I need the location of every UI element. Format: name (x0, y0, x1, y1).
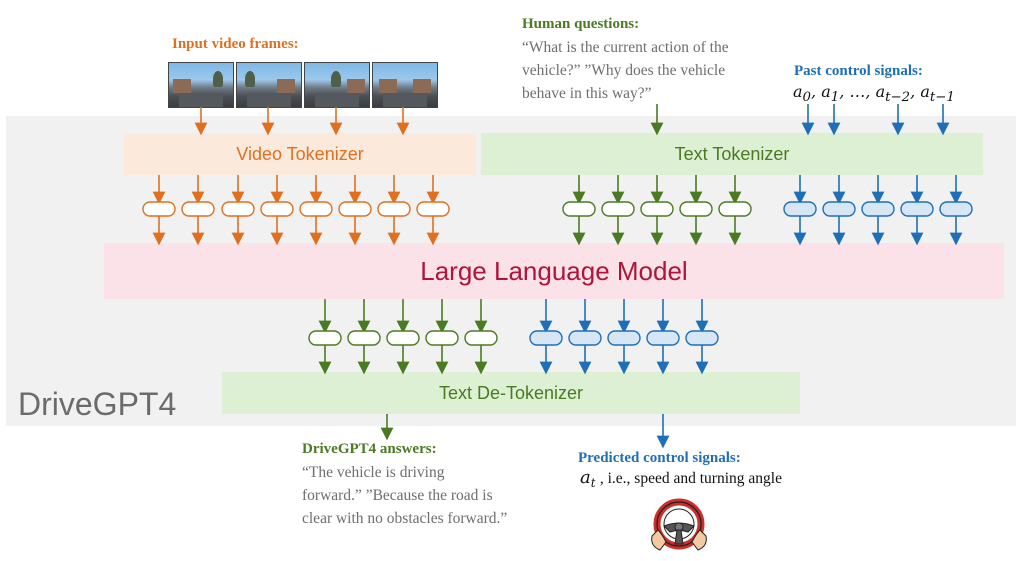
answers-line: clear with no obstacles forward.” (302, 510, 508, 527)
text-token (718, 201, 752, 217)
video-token (377, 201, 411, 217)
large-language-model-block: Large Language Model (104, 243, 1004, 299)
human-questions-text: “What is the current action of the vehic… (522, 36, 729, 105)
predicted-control-signals-title: Predicted control signals: (578, 450, 741, 466)
video-frame-icon (236, 62, 302, 108)
a0-symbol: a (793, 82, 803, 101)
brand-title: DriveGPT4 (18, 386, 177, 422)
at1-subscript: t−1 (929, 90, 955, 106)
control-token (529, 330, 563, 346)
video-token (416, 201, 450, 217)
text-token (679, 201, 713, 217)
at-symbol: a (580, 467, 591, 488)
control-token (685, 330, 719, 346)
signal-token (822, 201, 856, 217)
signal-token (900, 201, 934, 217)
signal-token (783, 201, 817, 217)
answer-token (464, 330, 498, 346)
video-frame-icon (168, 62, 234, 108)
answer-token (347, 330, 381, 346)
answer-token (386, 330, 420, 346)
text-detokenizer-block: Text De-Tokenizer (222, 372, 800, 414)
video-token (221, 201, 255, 217)
signal-token (861, 201, 895, 217)
human-questions-line: vehicle?” ”Why does the vehicle (522, 62, 726, 79)
input-frames-label: Input video frames: (172, 36, 299, 52)
a1-subscript: 1 (830, 90, 840, 106)
at1-symbol: a (920, 82, 930, 101)
signal-token (939, 201, 973, 217)
control-token (607, 330, 641, 346)
human-questions-line: “What is the current action of the (522, 39, 729, 56)
text-token (640, 201, 674, 217)
past-control-signals-title: Past control signals: (794, 63, 923, 79)
answer-token (308, 330, 342, 346)
steering-wheel-icon (651, 498, 707, 551)
predicted-desc-text: , i.e., speed and turning angle (599, 470, 782, 487)
video-token (299, 201, 333, 217)
video-token (338, 201, 372, 217)
text-tokenizer-block: Text Tokenizer (481, 133, 983, 175)
video-frame-icon (372, 62, 438, 108)
predicted-control-signals-desc: at , i.e., speed and turning angle (580, 467, 782, 490)
video-token (142, 201, 176, 217)
answer-token (425, 330, 459, 346)
answers-line: forward.” ”Because the road is (302, 487, 493, 504)
a0-subscript: 0 (802, 90, 812, 106)
human-questions-line: behave in this way?” (522, 85, 652, 102)
a1-symbol: a (821, 82, 831, 101)
answers-line: “The vehicle is driving (302, 464, 445, 481)
video-token (181, 201, 215, 217)
answers-text: “The vehicle is driving forward.” ”Becau… (302, 461, 507, 530)
at2-symbol: a (875, 82, 886, 101)
past-control-signals-sequence: a0, a1, …, at−2, at−1 (793, 82, 955, 106)
at2-subscript: t−2 (885, 90, 911, 106)
video-token (260, 201, 294, 217)
ellipsis: … (849, 82, 866, 101)
human-questions-title: Human questions: (522, 16, 640, 32)
video-frame-icon (304, 62, 370, 108)
text-token (601, 201, 635, 217)
answers-title: DriveGPT4 answers: (302, 441, 437, 457)
control-token (568, 330, 602, 346)
text-token (562, 201, 596, 217)
control-token (646, 330, 680, 346)
video-tokenizer-block: Video Tokenizer (124, 133, 476, 175)
at-subscript: t (590, 476, 596, 491)
